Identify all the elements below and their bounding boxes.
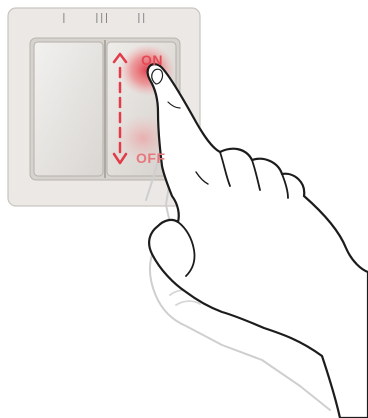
left-rocker [34,42,103,176]
position-mark-1: I [62,12,67,27]
position-mark-2: II [137,12,147,27]
off-label: OFF [136,150,166,166]
fingernail [152,69,163,84]
on-label: ON [141,52,163,68]
position-mark-3: III [95,12,110,27]
hand-icon [148,64,368,418]
